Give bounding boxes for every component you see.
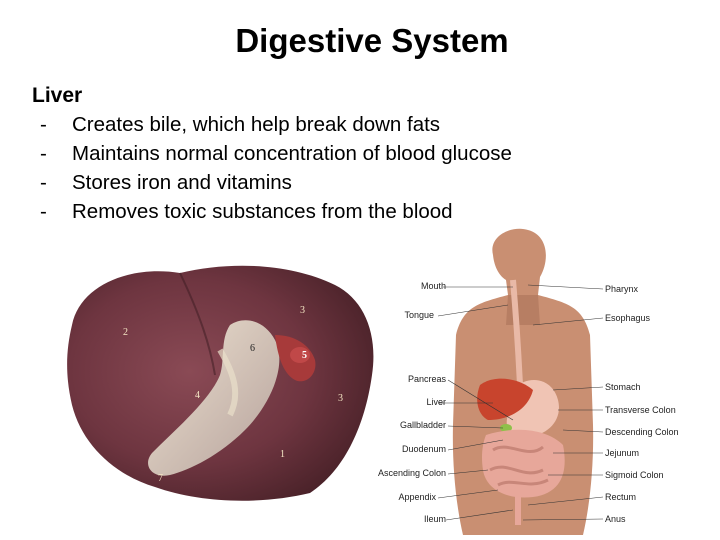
region-number: 1 bbox=[280, 449, 285, 460]
bullet-item: - Maintains normal concentration of blood… bbox=[40, 139, 512, 168]
slide-title: Digestive System bbox=[235, 22, 509, 59]
region-number: 3 bbox=[300, 305, 305, 316]
label-mouth: Mouth bbox=[421, 281, 446, 291]
label-transverse-colon: Transverse Colon bbox=[605, 405, 676, 415]
label-rectum: Rectum bbox=[605, 492, 636, 502]
bullet-item: - Creates bile, which help break down fat… bbox=[40, 110, 512, 139]
section-heading-liver: Liver bbox=[32, 84, 83, 107]
label-jejunum: Jejunum bbox=[605, 448, 639, 458]
digestive-anatomy-diagram: Mouth Tongue Pancreas Liver Gallbladder … bbox=[378, 228, 679, 535]
bullet-text: Creates bile, which help break down fats bbox=[72, 113, 441, 136]
region-number: 2 bbox=[123, 327, 128, 338]
bullet-dash: - bbox=[40, 142, 47, 165]
label-anus: Anus bbox=[605, 514, 626, 524]
bullet-text: Removes toxic substances from the blood bbox=[72, 200, 453, 223]
label-pharynx: Pharynx bbox=[605, 284, 639, 294]
label-ileum: Ileum bbox=[424, 514, 446, 524]
label-esophagus: Esophagus bbox=[605, 313, 651, 323]
region-number: 4 bbox=[195, 390, 200, 401]
bullet-text: Stores iron and vitamins bbox=[72, 171, 292, 194]
gallbladder-shape bbox=[148, 320, 280, 476]
label-ascending-colon: Ascending Colon bbox=[378, 468, 446, 478]
label-duodenum: Duodenum bbox=[402, 444, 446, 454]
bullet-item: - Removes toxic substances from the blood bbox=[40, 197, 512, 226]
region-number: 3 bbox=[338, 393, 343, 404]
liver-function-list: - Creates bile, which help break down fat… bbox=[40, 110, 512, 226]
region-number: 7 bbox=[158, 473, 163, 484]
liver-shape bbox=[477, 378, 533, 420]
label-descending-colon: Descending Colon bbox=[605, 427, 679, 437]
region-number: 6 bbox=[250, 343, 255, 354]
label-appendix: Appendix bbox=[398, 492, 436, 502]
label-gallbladder: Gallbladder bbox=[400, 420, 446, 430]
label-pancreas: Pancreas bbox=[408, 374, 447, 384]
label-liver: Liver bbox=[426, 397, 446, 407]
bullet-text: Maintains normal concentration of blood … bbox=[72, 142, 512, 165]
bullet-dash: - bbox=[40, 171, 47, 194]
liver-specimen-image: 1 2 3 3 4 5 6 7 bbox=[67, 265, 374, 501]
label-stomach: Stomach bbox=[605, 382, 641, 392]
label-tongue: Tongue bbox=[404, 310, 434, 320]
label-sigmoid-colon: Sigmoid Colon bbox=[605, 470, 664, 480]
region-number-labels: 1 2 3 3 4 5 6 7 bbox=[123, 305, 343, 484]
bullet-item: - Stores iron and vitamins bbox=[40, 168, 512, 197]
region-number: 5 bbox=[302, 350, 307, 361]
bullet-dash: - bbox=[40, 200, 47, 223]
intestines-shape bbox=[482, 429, 565, 498]
bullet-dash: - bbox=[40, 113, 47, 136]
